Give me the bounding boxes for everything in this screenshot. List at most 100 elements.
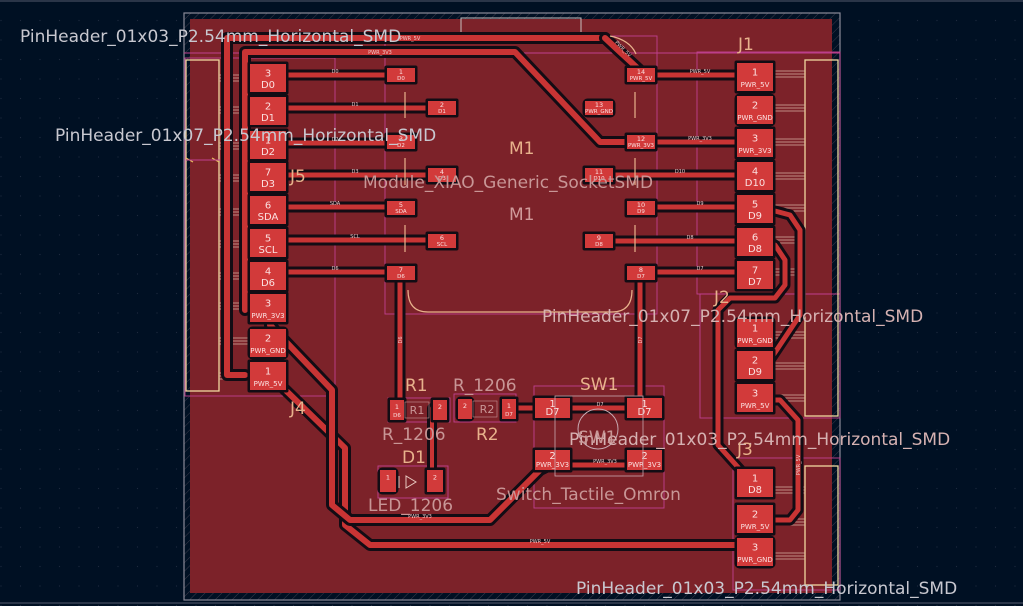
m1-ref-text: M1 <box>509 139 534 159</box>
m1-pad-3[interactable]: 3D2 <box>384 132 418 152</box>
j5-pad-7[interactable]: 7D3 <box>247 160 289 194</box>
j1-pad-5[interactable]: 5D9 <box>734 192 776 226</box>
m1-pad-7[interactable]: 7D6 <box>384 263 418 283</box>
sw1-pad-2a-copper <box>535 450 570 470</box>
j1-pad-7-copper <box>737 261 773 289</box>
j4-pad-2-net: PWR_GND <box>250 347 286 355</box>
m1-pad-12-number: 12 <box>637 135 645 143</box>
j4-pad-2-copper <box>250 329 286 357</box>
sw1-pad-1b-number: 1 <box>641 399 647 410</box>
j1-pad-5-net: D9 <box>748 211 762 222</box>
m1-ref-fab-text: M1 <box>509 205 534 225</box>
j4-pad-1-copper <box>250 362 286 390</box>
r1-pad-2[interactable]: 2 <box>430 397 450 423</box>
j2-pad-3-net: PWR_5V <box>741 402 770 410</box>
j5-pad-5-number: 5 <box>265 233 271 244</box>
sw1-pad-2b-copper <box>627 450 662 470</box>
j4-pad-1-number: 1 <box>265 366 271 377</box>
m1-pad-12-net: PWR_3V3 <box>628 143 655 149</box>
r1-pad-1[interactable]: 1D6 <box>387 397 407 423</box>
j5-pad-6-copper <box>250 196 286 224</box>
r2-pad-2[interactable]: 2 <box>455 396 475 422</box>
d1-pad-1[interactable]: 1 <box>377 467 399 495</box>
j5-pad-1[interactable]: 1D2 <box>247 128 289 162</box>
j1-pad-7[interactable]: 7D7 <box>734 258 776 292</box>
j5-pad-3-number: 3 <box>265 68 271 79</box>
r2-pad-1-number: 1 <box>507 402 511 410</box>
sw1-pad-1a[interactable]: 1D7 <box>532 395 573 421</box>
d1-pad-2-number: 2 <box>433 474 437 482</box>
j5-pad-4[interactable]: 4D6 <box>247 259 289 293</box>
sw1-pad-2b-net: PWR_3V3 <box>628 461 661 469</box>
j5-pad-2-number: 2 <box>265 101 271 112</box>
m1-pad-2[interactable]: 2D1 <box>425 98 459 118</box>
j2-pad-3-number: 3 <box>752 388 758 399</box>
trace-sda-label: SDA <box>330 201 341 207</box>
sw1-pad-1b-copper <box>627 398 662 418</box>
r1-body-fab <box>404 401 430 419</box>
r1-value-text: R_1206 <box>382 425 446 445</box>
j3-body-outline <box>804 465 839 586</box>
j3-ref-text: J3 <box>736 440 753 460</box>
j1-pad-2-number: 2 <box>752 100 758 111</box>
m1-pad-10-net: D9 <box>637 209 645 215</box>
m1-pad-9[interactable]: 9D8 <box>582 231 616 251</box>
m1-pad-1[interactable]: 1D0 <box>384 65 418 85</box>
r1-ref-fab: R1 <box>410 404 425 417</box>
m1-pad-10-copper <box>627 201 655 215</box>
trace-layer: PWR_5VPWR_5VPWR_5VPWR_5VPWR_5VPWR_3V3PWR… <box>221 32 806 551</box>
j1-pad-5-copper <box>737 195 773 223</box>
j4-pad-2-number: 2 <box>265 333 271 344</box>
j5-pad-2[interactable]: 2D1 <box>247 94 289 128</box>
j3-pad-1-net: D8 <box>748 485 762 496</box>
r2-pad-1[interactable]: 1D7 <box>499 396 519 422</box>
j1-pad-6[interactable]: 6D8 <box>734 225 776 259</box>
r2-pad-2-number: 2 <box>463 402 467 410</box>
j5-pad-5-copper <box>250 229 286 257</box>
r1-ref-text: R1 <box>405 376 428 396</box>
j3-pad-1[interactable]: 1D8 <box>734 466 776 500</box>
trace-pwr-3v3-bottom-label: PWR_3V3 <box>408 514 432 520</box>
r1-pad-1-number: 1 <box>395 403 399 411</box>
j5-pad-3[interactable]: 3D0 <box>247 61 289 95</box>
m1-pad-3-number: 3 <box>399 135 403 143</box>
m1-pad-8[interactable]: 8D7 <box>624 263 658 283</box>
m1-pad-14-net: PWR_5V <box>630 76 653 82</box>
m1-pad-6-number: 6 <box>440 234 444 242</box>
m1-pad-14-copper <box>627 68 655 82</box>
sw1-pad-1b[interactable]: 1D7 <box>624 395 665 421</box>
sw1-courtyard <box>533 385 665 509</box>
trace-pwr-5v-j2j3-label: PWR_5V <box>796 454 802 475</box>
j2-pad-2[interactable]: 2D9 <box>734 348 776 382</box>
trace-pwr-3v3-j1-label: PWR_3V3 <box>688 136 712 142</box>
r2-ref-fab: R2 <box>480 403 495 416</box>
d1-pad-2[interactable]: 2 <box>424 467 446 495</box>
sw1-ref-text: SW1 <box>580 375 618 395</box>
m1-pad-13-net: PWR_GND <box>585 109 613 115</box>
trace-d1-label: D1 <box>351 102 358 108</box>
m1-pad-4[interactable]: 4D3 <box>425 165 459 185</box>
